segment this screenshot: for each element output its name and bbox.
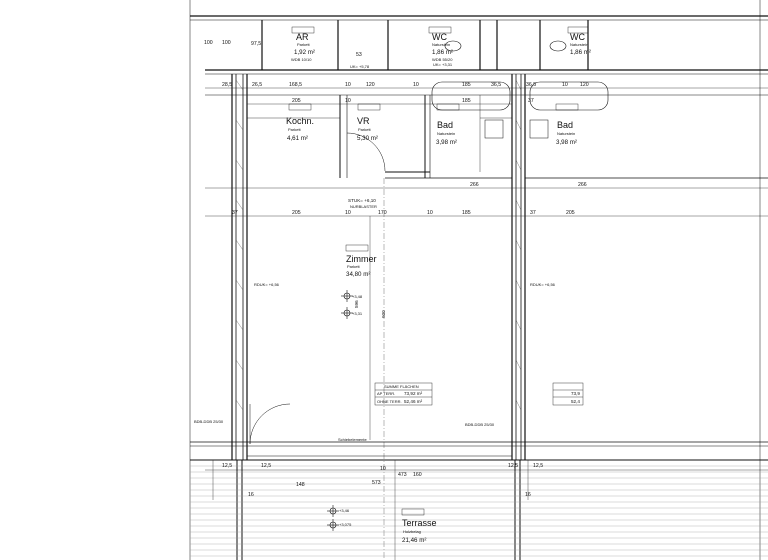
label-axis2: 600 bbox=[381, 310, 386, 318]
dim-row3-2: 205 bbox=[292, 210, 301, 216]
room-wc-sub: Naturstein bbox=[432, 42, 450, 47]
room-ar-sub: Parkett bbox=[297, 42, 311, 47]
dim-terr-4: 148 bbox=[296, 482, 305, 488]
dim-side-5: 26,5 bbox=[252, 82, 262, 88]
dim-top-8: 36,5 bbox=[526, 82, 536, 88]
dim-terr-6: 16 bbox=[525, 492, 531, 498]
dim-top-7: 36,5 bbox=[491, 82, 501, 88]
dimension-lines bbox=[205, 87, 768, 560]
label-bdb-left: BDB-DDB 25/30 bbox=[194, 419, 224, 424]
room-wc-area: 1,86 m² bbox=[432, 49, 453, 56]
dim-bath-1: 266 bbox=[470, 182, 479, 188]
dim-row2-1: 205 bbox=[292, 98, 301, 104]
room-wc-right-area: 1,86 m² bbox=[570, 49, 591, 56]
summary-row1-value: 73,92 m² bbox=[404, 391, 423, 396]
room-stamps bbox=[288, 26, 589, 516]
room-zimmer-area: 34,80 m² bbox=[346, 271, 370, 278]
summary-title: SUMME FLÄCHEN bbox=[384, 384, 419, 389]
room-vr-sub: Parkett bbox=[358, 127, 372, 132]
dim-terr-2: 12,5 bbox=[508, 463, 518, 469]
label-rduk-right: RDUK= +6,56 bbox=[530, 282, 556, 287]
room-kochn-area: 4,61 m² bbox=[287, 135, 308, 142]
label-rduk-left: RDUK= +6,56 bbox=[254, 282, 280, 287]
room-bad-right-sub: Naturstein bbox=[557, 131, 575, 136]
dim-top-3: 10 bbox=[345, 82, 351, 88]
dim-row3-8: 205 bbox=[566, 210, 575, 216]
elevation-markers bbox=[327, 290, 353, 531]
dim-row3-6: 185 bbox=[462, 210, 471, 216]
dim-top-5: 10 bbox=[413, 82, 419, 88]
label-bdb-right: BDB-DDB 25/30 bbox=[465, 422, 495, 427]
summary-row2-label: OHNE TERR. bbox=[377, 399, 402, 404]
label-stuk2: NURBLASTER bbox=[350, 204, 377, 209]
room-zimmer-sub: Parkett bbox=[347, 264, 361, 269]
label-stuk: STUK= +6,10 bbox=[348, 198, 376, 203]
label-wdb-ar: WDB 10/10 bbox=[291, 57, 312, 62]
dim-side-1: 100 bbox=[204, 40, 213, 46]
dim-terr-9: 12,5 bbox=[261, 463, 271, 469]
summary-right-value1: 73,9 bbox=[571, 391, 580, 396]
dim-side-2: 97,5 bbox=[251, 41, 261, 47]
room-wc-uk: UK= +3,31 bbox=[433, 62, 453, 67]
room-wc-name: WC bbox=[432, 32, 447, 42]
summary-right-value2: 52,4 bbox=[571, 399, 580, 404]
room-bad-area: 3,98 m² bbox=[436, 139, 457, 146]
label-elev1: +3,48 bbox=[352, 294, 363, 299]
dim-terr-11: 10 bbox=[380, 466, 386, 472]
room-ar-name: AR bbox=[296, 32, 309, 42]
dim-terr-10: 12,5 bbox=[533, 463, 543, 469]
dim-terr-5: 16 bbox=[248, 492, 254, 498]
label-elev2: +3,31 bbox=[352, 311, 363, 316]
dim-top-10: 120 bbox=[580, 82, 589, 88]
walls bbox=[189, 0, 768, 560]
room-wc-right-sub: Naturstein bbox=[570, 42, 588, 47]
dim-terr-7: 473 bbox=[398, 472, 407, 478]
room-bad-sub: Naturstein bbox=[437, 131, 455, 136]
dim-side-3: 53 bbox=[356, 52, 362, 58]
room-ar-area: 1,92 m² bbox=[294, 49, 315, 56]
dim-row2-4: 37 bbox=[528, 98, 534, 104]
terrace-decking bbox=[190, 465, 768, 557]
room-kochn-name: Kochn. bbox=[286, 116, 314, 126]
room-bad-name: Bad bbox=[437, 120, 453, 130]
dim-row3-5: 10 bbox=[427, 210, 433, 216]
label-schiebe: Schiebelemente bbox=[338, 437, 367, 442]
dim-row3-3: 10 bbox=[345, 210, 351, 216]
room-terrasse-area: 21,46 m² bbox=[402, 537, 426, 544]
room-vr-name: VR bbox=[357, 116, 370, 126]
dim-row3-1: 37 bbox=[232, 210, 238, 216]
dim-terr-8: 160 bbox=[413, 472, 422, 478]
dim-top-1: 28,5 bbox=[222, 82, 232, 88]
label-wdb-wc: WDB 55/20 bbox=[432, 57, 453, 62]
room-bad-right-area: 3,98 m² bbox=[556, 139, 577, 146]
label-elev3: +3,46 bbox=[339, 508, 350, 513]
dim-bath-2: 266 bbox=[578, 182, 587, 188]
room-wc-right-name: WC bbox=[570, 32, 585, 42]
dim-top-9: 10 bbox=[562, 82, 568, 88]
dim-row3-7: 37 bbox=[530, 210, 536, 216]
dim-terr-3: 573 bbox=[372, 480, 381, 486]
dim-top-6: 185 bbox=[462, 82, 471, 88]
summary-row1-label: AP TERR. bbox=[377, 391, 395, 396]
dim-side-4: 100 bbox=[222, 40, 231, 46]
label-elev4: +3,075 bbox=[339, 522, 352, 527]
dim-row2-2: 10 bbox=[345, 98, 351, 104]
dim-terr-1: 12,5 bbox=[222, 463, 232, 469]
room-vr-area: 5,30 m² bbox=[357, 135, 378, 142]
dim-top-2: 168,5 bbox=[289, 82, 302, 88]
room-terrasse-name: Terrasse bbox=[402, 518, 437, 528]
wall-hatching bbox=[235, 79, 522, 411]
dim-row3-4: 170 bbox=[378, 210, 387, 216]
label-uk-ar: UK= +5,78 bbox=[350, 64, 370, 69]
dim-top-4: 120 bbox=[366, 82, 375, 88]
room-kochn-sub: Parkett bbox=[288, 127, 302, 132]
room-bad-right-name: Bad bbox=[557, 120, 573, 130]
summary-row2-value: 52,46 m² bbox=[404, 399, 423, 404]
room-zimmer-name: Zimmer bbox=[346, 254, 377, 264]
dim-row2-3: 185 bbox=[462, 98, 471, 104]
label-axis: 596 bbox=[354, 300, 359, 308]
room-terrasse-sub: Holzbelag bbox=[403, 529, 421, 534]
